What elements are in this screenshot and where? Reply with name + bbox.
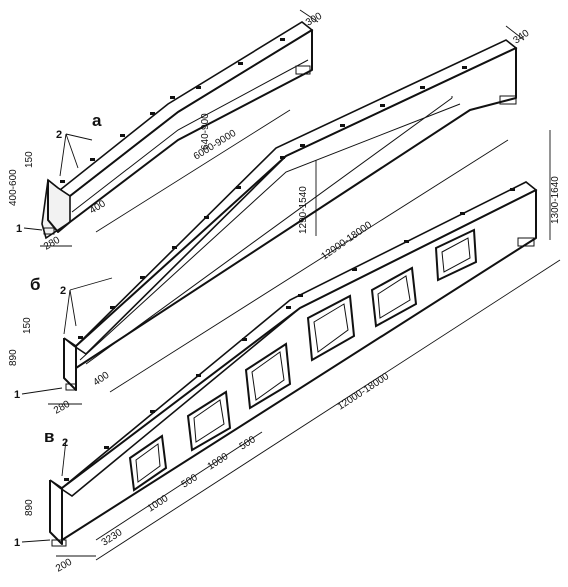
beam-c-top-face bbox=[49, 181, 538, 497]
beam-b-mid-height: 1290-1540 bbox=[298, 186, 309, 234]
beam-c-span: 12000-18000 bbox=[336, 371, 392, 413]
beam-c-end-panel: 3230 bbox=[100, 527, 125, 549]
beam-a-web: 400 bbox=[88, 198, 108, 216]
beam-b-top-width: 340 bbox=[511, 28, 531, 47]
beam-c-callout-support: 1 bbox=[14, 537, 20, 549]
beam-c-spacing-3: 1000 bbox=[206, 451, 231, 473]
beam-c-openings bbox=[128, 228, 478, 492]
beam-b-callout-support: 1 bbox=[14, 389, 20, 401]
beam-b-span: 12000-18000 bbox=[319, 219, 374, 262]
beam-c-bottom-width: 200 bbox=[54, 557, 74, 575]
beam-a-letter: а bbox=[92, 111, 102, 130]
beam-c-mid-height: 1300-1640 bbox=[550, 176, 561, 224]
beam-c: в 2 1300-1640 12000-18000 890 200 1 3230… bbox=[14, 130, 561, 575]
beam-c-spacing-1: 1000 bbox=[146, 493, 171, 515]
beam-b-letter: б bbox=[30, 275, 41, 294]
beam-a: а 2 300 640-900 6000-9000 400 400-600 15… bbox=[8, 9, 324, 253]
beam-a-top-width: 300 bbox=[304, 11, 324, 29]
beam-c-callout-inserts: 2 bbox=[62, 437, 68, 449]
beam-b-top-flange: 150 bbox=[22, 317, 33, 334]
beam-a-callout-support: 1 bbox=[16, 223, 22, 235]
beam-c-end-height: 890 bbox=[24, 499, 35, 516]
beam-a-mid-height: 640-900 bbox=[200, 113, 211, 150]
beam-b-callout-inserts: 2 bbox=[60, 285, 66, 297]
beam-a-callout-inserts: 2 bbox=[56, 129, 62, 141]
beam-a-end-height: 400-600 bbox=[8, 169, 19, 206]
beam-b-bottom-width: 280 bbox=[52, 399, 72, 417]
beam-a-top-flange: 150 bbox=[24, 151, 35, 168]
beam-b-web: 400 bbox=[91, 370, 111, 389]
beam-b-end-height: 890 bbox=[8, 349, 19, 366]
beam-c-letter: в bbox=[44, 427, 54, 446]
